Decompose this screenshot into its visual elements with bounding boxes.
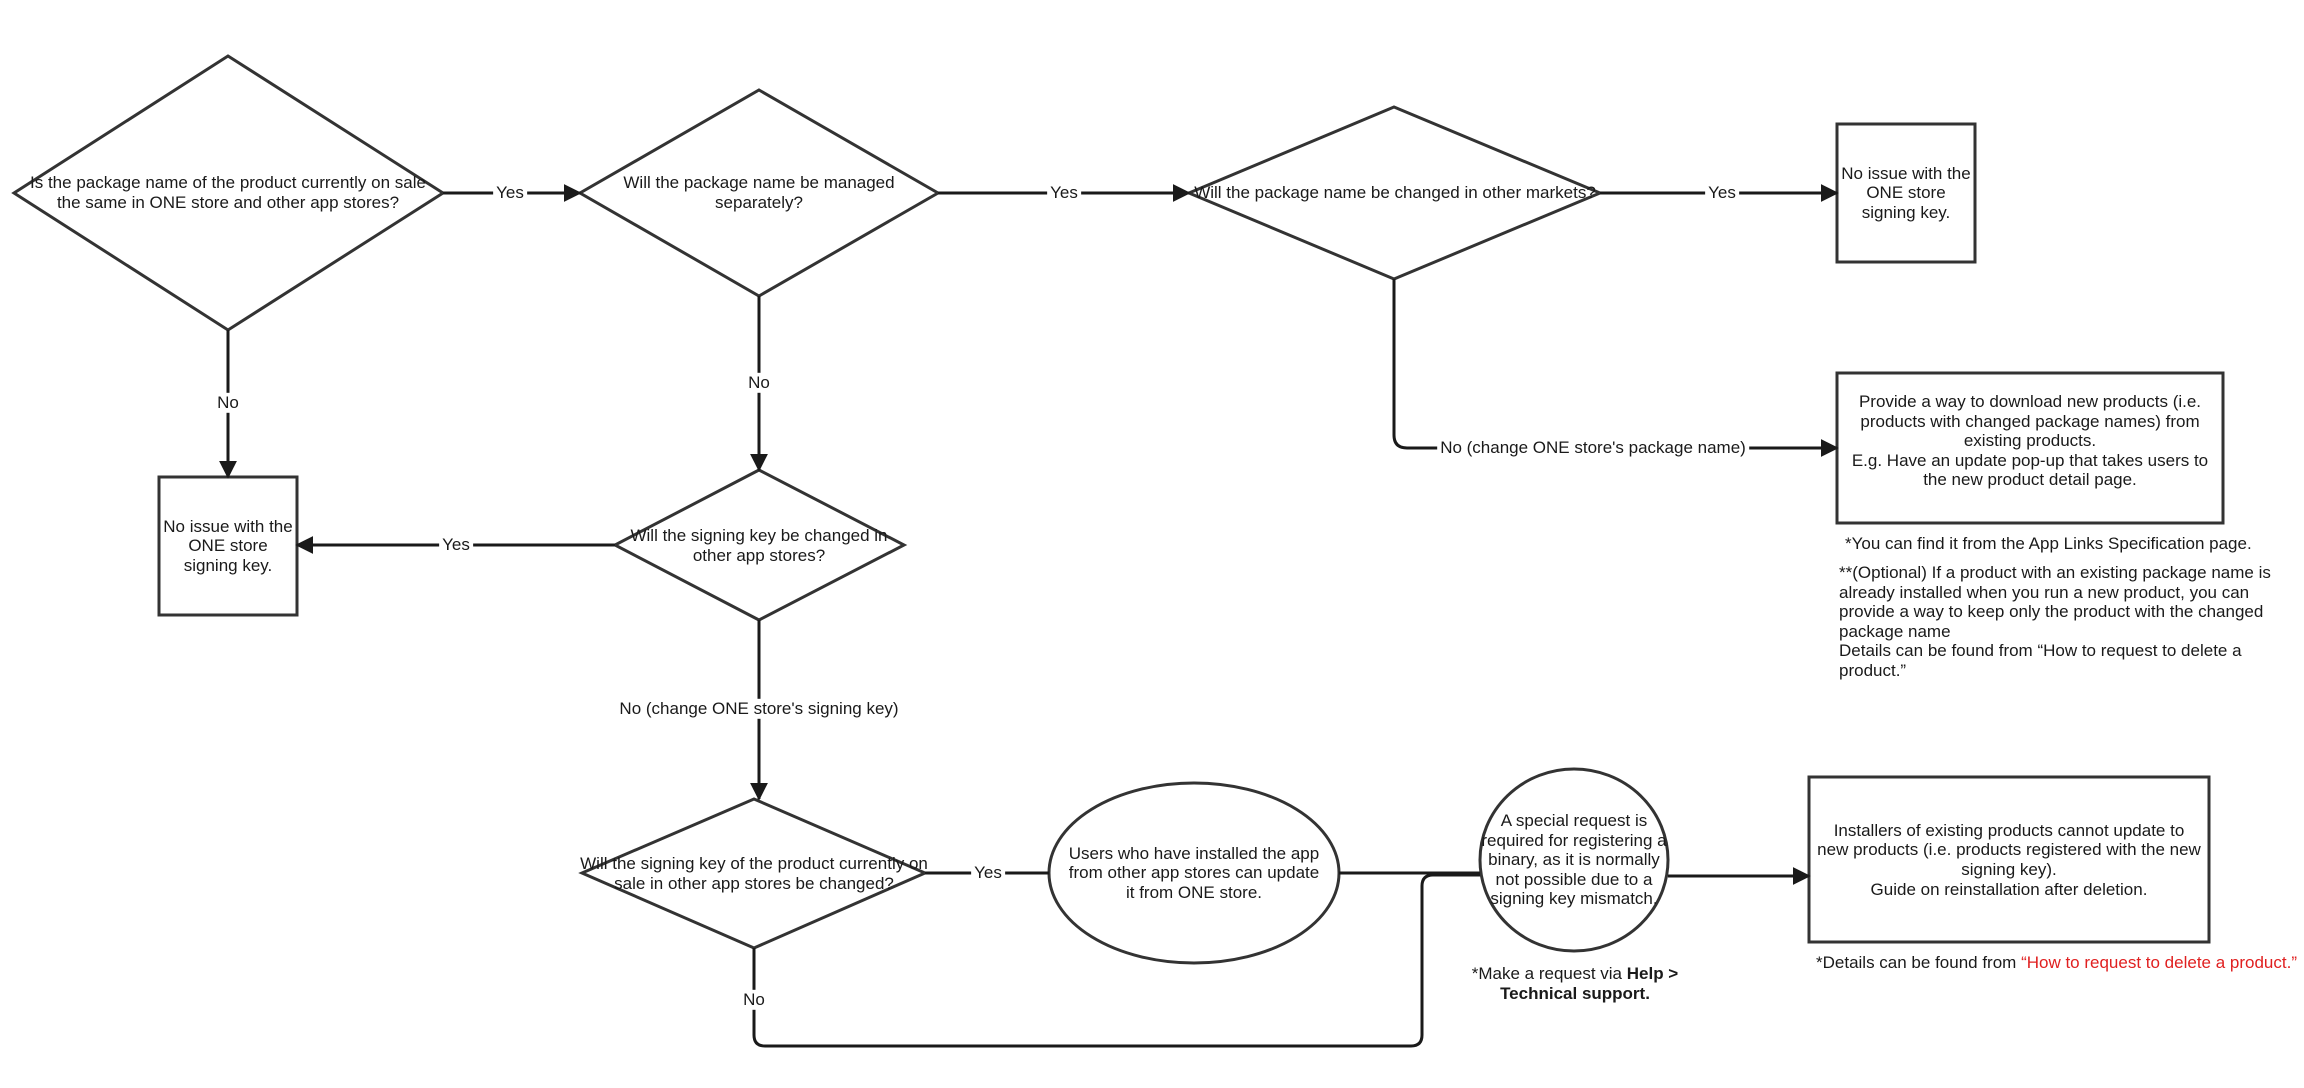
edge-q5-e2 [752,873,1480,1048]
note-request-help: Help > [1626,964,1679,983]
note-optional: **(Optional) If a product with an existi… [1839,563,2271,680]
decision-q4-text: Will the signing key be changed in other… [630,526,888,565]
event-e2-shape [1478,767,1670,953]
edge-label-q5-e1: Yes [971,862,1005,884]
note-request-technical-support: Technical support. [1500,983,1650,1003]
event-e1-text: Users who have installed the app from ot… [1068,843,1320,902]
result-r3-shape [157,475,299,617]
edge-label-q5-e2: No [740,989,768,1011]
result-r3-text: No issue with the ONE store signing key. [163,516,293,575]
edge-label-q2-q4: No [745,372,773,394]
decision-q2-text: Will the package name be managed separat… [623,173,895,212]
result-r4-text: Installers of existing products cannot u… [1817,820,2201,899]
edge-label-q1-q2: Yes [493,182,527,204]
edge-label-q3-r2: No (change ONE store's package name) [1437,437,1749,459]
event-e2-text: A special request is required for regist… [1481,811,1667,909]
edge-label-q3-r1: Yes [1705,182,1739,204]
note-details-prefix: *Details can be found from [1816,953,2022,972]
edge-label-q1-r3: No [214,392,242,414]
result-r2-shape [1835,371,2225,525]
decision-q3-text: Will the package name be changed in othe… [1194,183,1596,203]
note-request-prefix: *Make a request via [1471,964,1627,983]
edge-q3-r2 [1392,279,1839,457]
delete-product-link[interactable]: “How to request to delete a product.” [2021,953,2297,972]
edge-label-q4-r3: Yes [439,534,473,556]
decision-q5-text: Will the signing key of the product curr… [580,854,928,893]
note-app-links: *You can find it from the App Links Spec… [1845,534,2252,553]
note-request: *Make a request via Help > Technical sup… [1440,964,1710,1003]
edge-label-q4-q5: No (change ONE store's signing key) [616,698,902,720]
result-r1-text: No issue with the ONE store signing key. [1841,163,1971,222]
result-r2-text: Provide a way to download new products (… [1851,392,2209,490]
note-details: *Details can be found from “How to reque… [1816,953,2297,973]
edge-label-q2-q3: Yes [1047,182,1081,204]
result-r4-shape [1807,775,2211,944]
decision-q1-text: Is the package name of the product curre… [30,173,426,212]
result-r1-shape [1835,122,1977,264]
